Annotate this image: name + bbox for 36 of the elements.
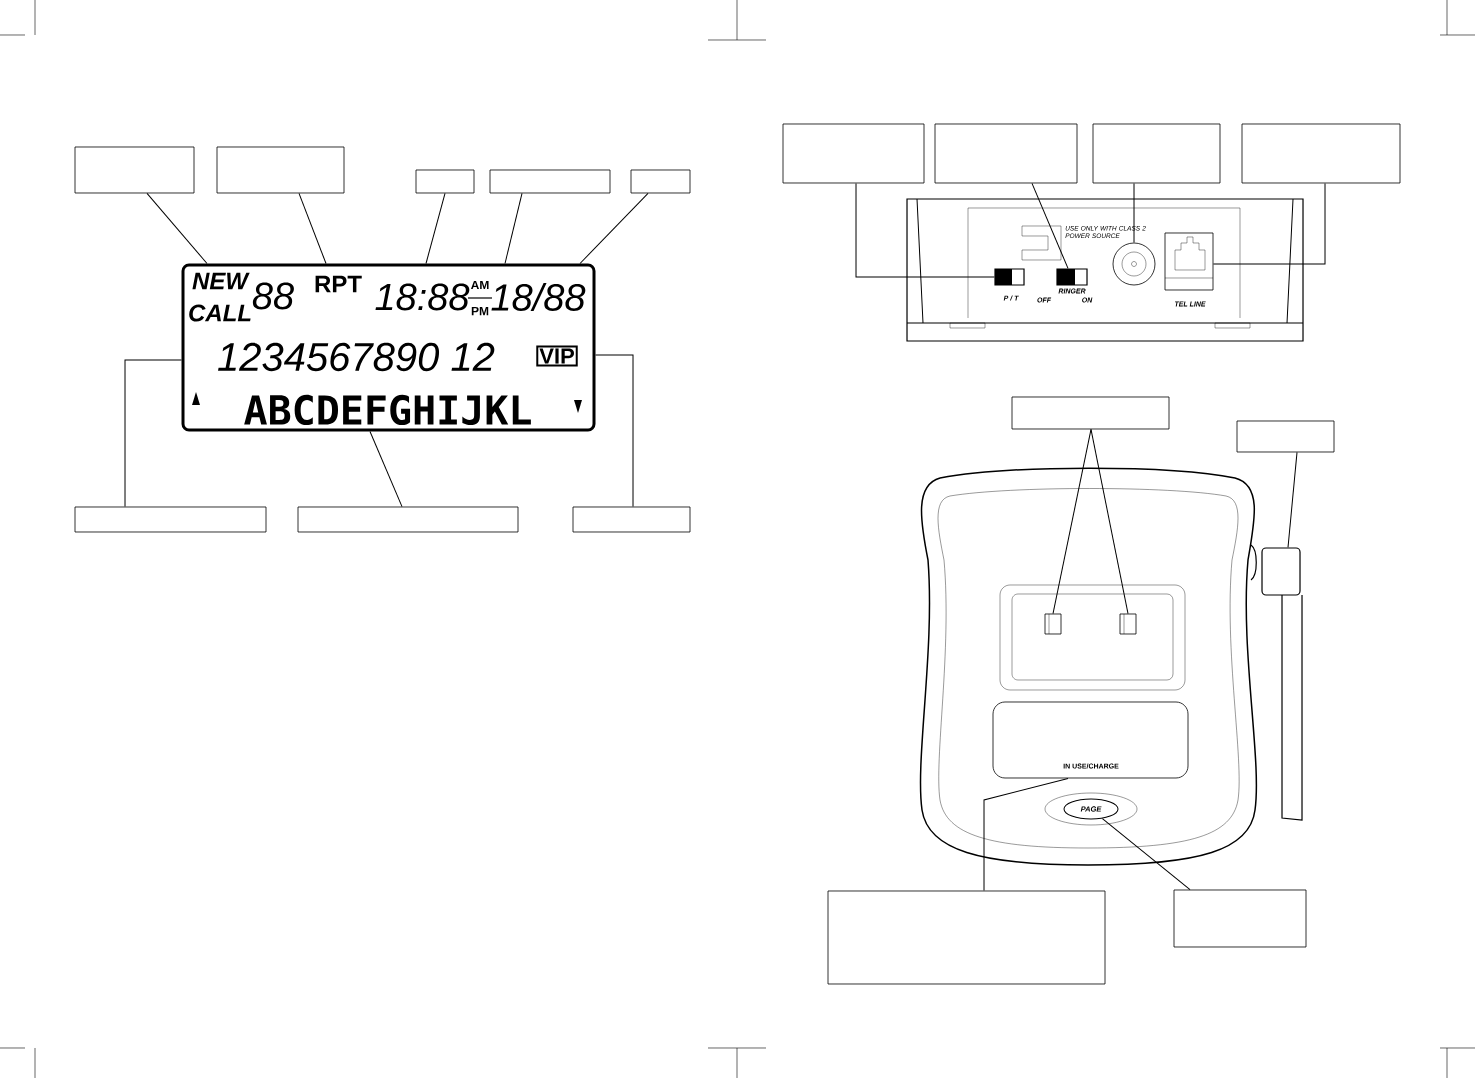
callout-box <box>415 169 475 194</box>
leader-line <box>579 192 649 264</box>
callout-box <box>782 123 925 184</box>
callout-box <box>1173 889 1307 948</box>
leader-line <box>1101 818 1191 891</box>
leader-line <box>298 192 327 264</box>
callout-box <box>1092 123 1221 184</box>
callout-box <box>1236 420 1335 453</box>
callout-box <box>1011 396 1170 430</box>
leader-line <box>1133 182 1135 244</box>
antenna <box>1261 547 1303 821</box>
charging-contact <box>1044 613 1062 635</box>
leader-line <box>855 182 995 278</box>
leader-line <box>1212 182 1326 265</box>
leader-line <box>369 431 403 508</box>
leader-line <box>1052 428 1092 615</box>
callout-box <box>630 169 691 194</box>
callout-box <box>74 506 267 533</box>
leader-line <box>146 192 208 264</box>
callout-box <box>297 506 519 533</box>
leader-line <box>425 192 446 264</box>
leader-line <box>504 192 523 264</box>
power-jack <box>1112 242 1156 286</box>
leader-line <box>1090 428 1129 615</box>
callout-box <box>216 146 345 194</box>
leader-line <box>124 359 182 508</box>
callout-box <box>74 146 195 194</box>
leader-line <box>1287 451 1298 548</box>
callout-box <box>1241 123 1401 184</box>
callout-box <box>489 169 611 194</box>
callout-box <box>934 123 1078 184</box>
callout-box <box>572 506 691 533</box>
callout-box <box>827 890 1106 985</box>
leader-line <box>1031 182 1069 269</box>
charging-contact <box>1119 613 1137 635</box>
leader-line <box>595 354 634 508</box>
